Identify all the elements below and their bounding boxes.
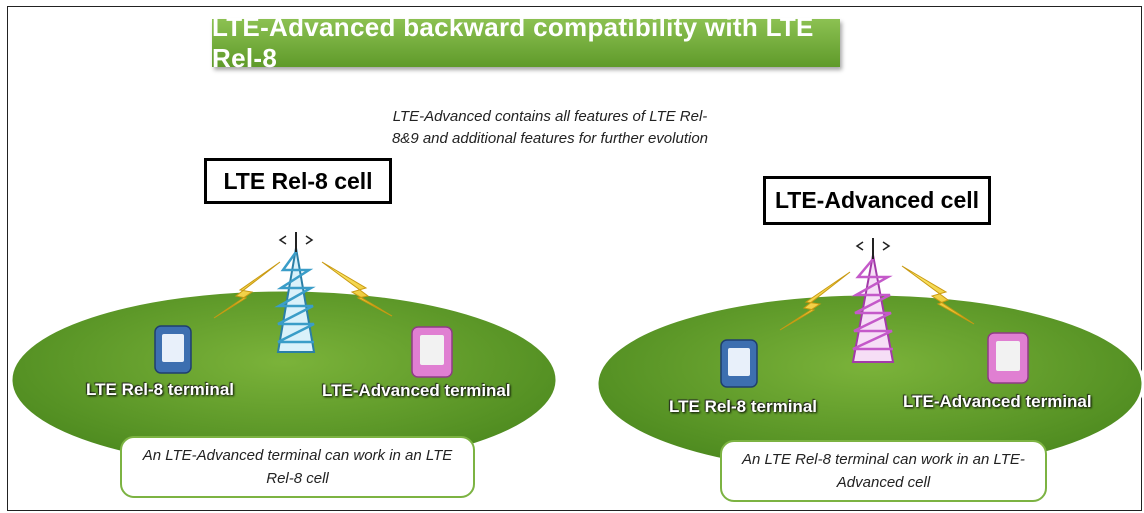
terminal-label-advanced-left: LTE-Advanced terminal xyxy=(322,381,511,400)
signal-bolt-right-1-icon xyxy=(779,271,851,331)
note-right: An LTE Rel-8 terminal can work in an LTE… xyxy=(720,440,1047,502)
terminal-label-rel8-right: LTE Rel-8 terminal xyxy=(669,397,817,416)
signal-bolt-left-1-icon xyxy=(213,261,281,319)
terminal-label-advanced-right: LTE-Advanced terminal xyxy=(903,392,1092,411)
cell-label-right: LTE-Advanced cell xyxy=(763,176,991,225)
phone-rel8-right-icon xyxy=(720,339,758,388)
cell-label-left: LTE Rel-8 cell xyxy=(204,158,392,204)
signal-bolt-left-2-icon xyxy=(321,261,393,317)
phone-advanced-right-icon xyxy=(987,332,1029,384)
terminal-label-rel8-left: LTE Rel-8 terminal xyxy=(86,380,234,399)
cell-tower-right-icon xyxy=(851,238,895,363)
diagram-title: LTE-Advanced backward compatibility with… xyxy=(212,12,840,73)
phone-advanced-left-icon xyxy=(411,326,453,378)
signal-bolt-right-2-icon xyxy=(901,265,975,325)
center-note: LTE-Advanced contains all features of LT… xyxy=(391,108,709,147)
cell-tower-left-icon xyxy=(274,232,316,353)
note-left: An LTE-Advanced terminal can work in an … xyxy=(120,436,475,498)
phone-rel8-left-icon xyxy=(154,325,192,374)
